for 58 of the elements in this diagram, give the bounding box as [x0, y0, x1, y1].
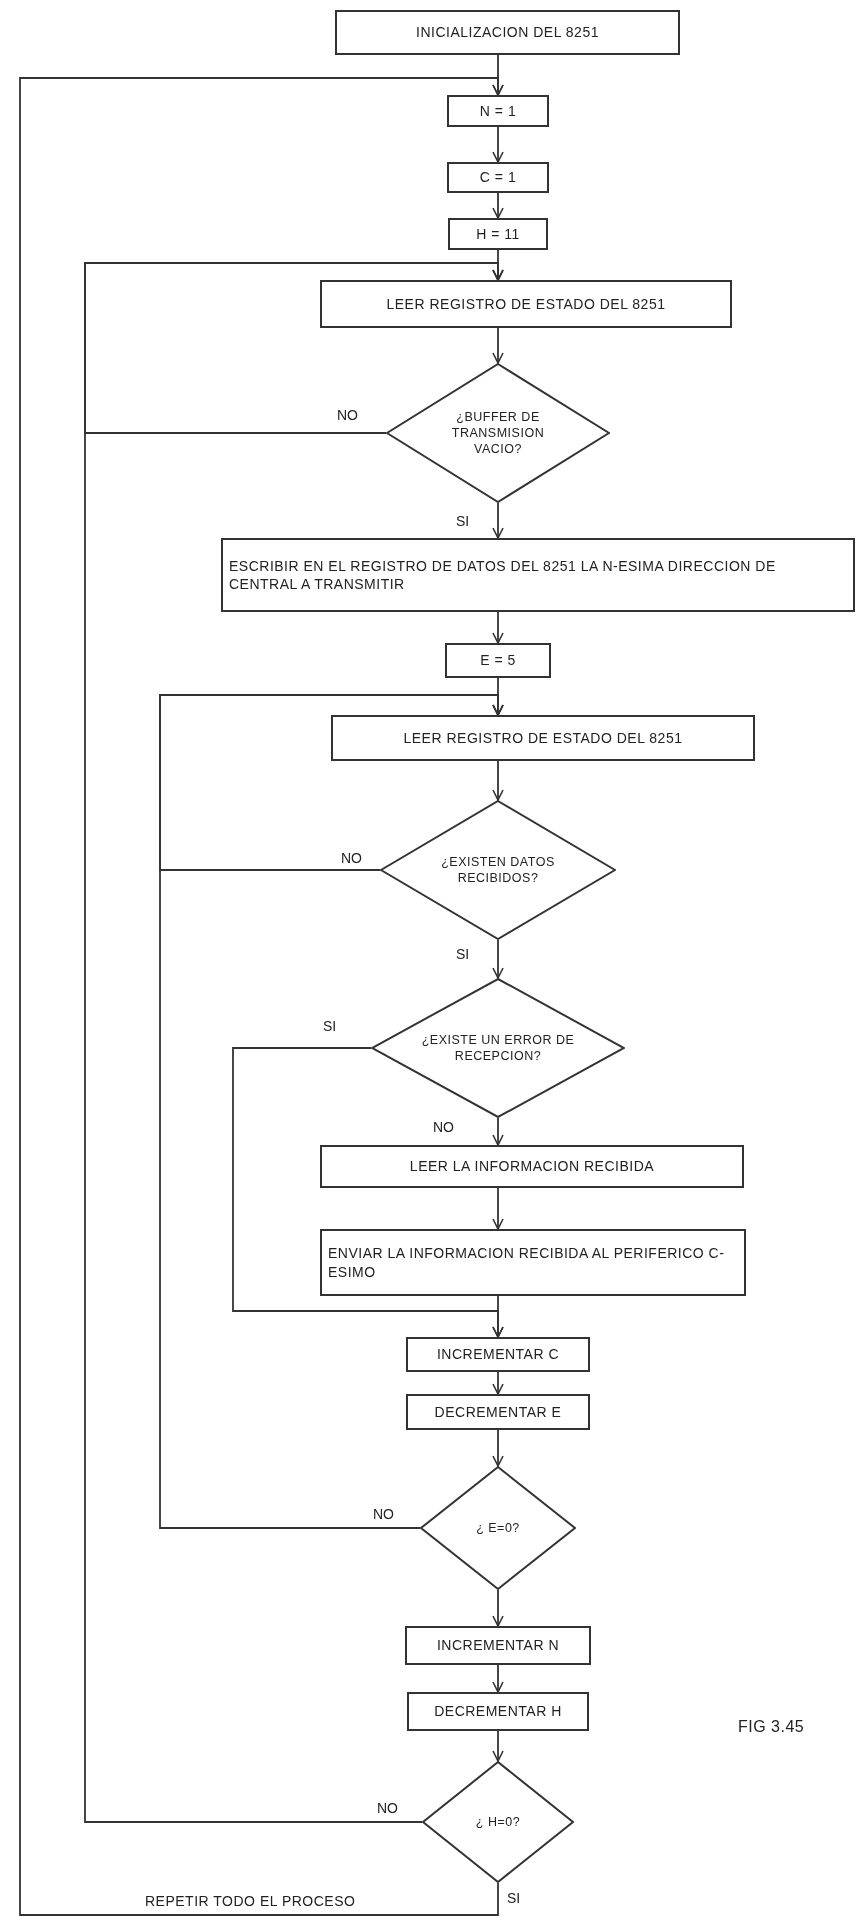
process-note: REPETIR TODO EL PROCESO	[145, 1893, 356, 1909]
arrow	[492, 327, 504, 364]
arrow	[492, 1117, 504, 1146]
arrow	[492, 939, 504, 979]
arrow	[492, 192, 504, 219]
process-box	[448, 218, 548, 250]
step-text: INCREMENTAR C	[435, 1345, 561, 1364]
arrow	[492, 126, 504, 163]
step-text: DECREMENTAR E	[433, 1402, 563, 1422]
step-text: ENVIAR LA INFORMACION RECIBIDA AL PERIFERICO C-ESIMO	[327, 1244, 726, 1281]
step-text: C = 1	[478, 168, 518, 187]
step-text: N = 1	[478, 101, 518, 121]
process-box	[335, 10, 680, 55]
step-text: DECREMENTAR H	[433, 1702, 563, 1721]
process-box	[406, 1337, 590, 1372]
question-text: ¿BUFFER DE TRANSMISION VACIO?	[450, 408, 546, 458]
process-box	[221, 538, 855, 612]
process-box	[331, 715, 755, 761]
arrow	[492, 1187, 504, 1230]
question-text: ¿EXISTE UN ERROR DE RECEPCION?	[420, 1031, 576, 1065]
decision-diamond	[386, 363, 610, 503]
figure-number: FIG 3.45	[738, 1718, 805, 1736]
arrow	[492, 502, 504, 539]
step-text: LEER LA INFORMACION RECIBIDA	[408, 1157, 656, 1176]
question-text: ¿ E=0?	[476, 1519, 520, 1537]
arrow	[492, 611, 504, 644]
arrow	[492, 1664, 504, 1693]
arrow	[492, 1371, 504, 1395]
process-box	[405, 1626, 591, 1665]
decision-diamond	[380, 800, 616, 940]
process-box	[447, 95, 549, 127]
decision-diamond	[422, 1761, 574, 1883]
step-text: ESCRIBIR EN EL REGISTRO DE DATOS DEL 8251 LA N-ESIMA DIRECCION DE CENTRAL A TRANSMITIR	[228, 556, 777, 594]
arrow	[492, 1429, 504, 1467]
loop-arrow	[159, 694, 504, 1529]
step-text: LEER REGISTRO DE ESTADO DEL 8251	[402, 728, 684, 748]
process-box	[447, 162, 549, 193]
process-box	[320, 1229, 746, 1296]
decision-diamond	[371, 978, 625, 1118]
loop-arrow	[19, 77, 504, 1916]
loop-arrow	[84, 262, 504, 1823]
process-box	[320, 1145, 744, 1188]
step-text: E = 5	[479, 651, 517, 670]
process-box	[406, 1394, 590, 1430]
process-box	[320, 280, 732, 328]
question-text: ¿EXISTEN DATOS RECIBIDOS?	[440, 853, 556, 887]
step-text: INICIALIZACION DEL 8251	[415, 23, 600, 42]
step-text: H = 11	[475, 224, 521, 244]
arrow	[492, 1295, 504, 1338]
step-text: LEER REGISTRO DE ESTADO DEL 8251	[385, 294, 667, 314]
decision-diamond	[420, 1466, 576, 1590]
question-text: ¿ H=0?	[475, 1813, 521, 1831]
process-box	[407, 1692, 589, 1731]
process-box	[445, 643, 551, 678]
arrow	[492, 760, 504, 801]
step-text: INCREMENTAR N	[435, 1636, 561, 1655]
arrow	[492, 1589, 504, 1627]
arrow	[492, 1730, 504, 1762]
